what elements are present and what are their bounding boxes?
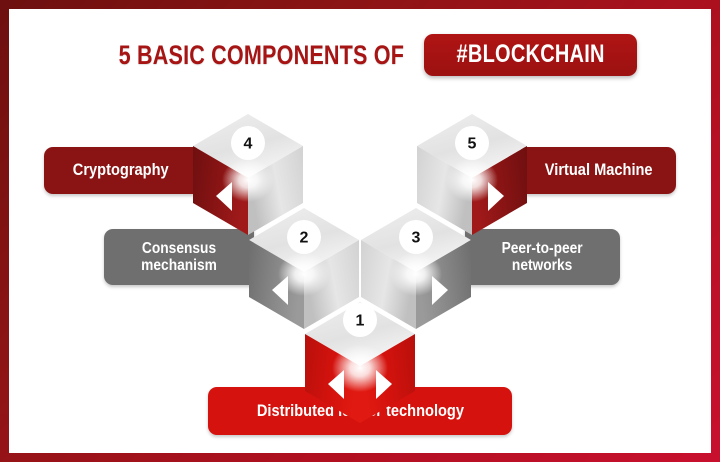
label-consensus-mechanism[interactable]: Consensus mechanism — [104, 229, 254, 285]
page-title: 5 BASIC COMPONENTS OF #BLOCKCHAIN — [0, 34, 720, 76]
cube-4-number-badge — [231, 126, 265, 160]
cube-2-center-glow — [278, 252, 330, 296]
label-cryptography[interactable]: Cryptography — [44, 147, 197, 194]
cube-3-number: 3 — [412, 230, 421, 247]
cube-5-center-glow — [446, 158, 498, 202]
cube-4-cryptography[interactable]: 4 — [193, 114, 303, 235]
label-virtual-machine[interactable]: Virtual Machine — [521, 147, 676, 194]
cube-1-number-badge — [343, 303, 377, 337]
cube-2-right-face — [304, 240, 359, 329]
title-badge: #BLOCKCHAIN — [423, 34, 637, 76]
cube-2-number-badge — [287, 220, 321, 254]
cube-2-number: 2 — [300, 230, 309, 247]
cube-1-right-face — [360, 334, 415, 423]
label-peer-to-peer-networks-text: Peer-to-peer networks — [501, 239, 584, 274]
cube-2-consensus-mechanism[interactable]: 2 — [249, 208, 359, 329]
cube-4-left-face — [193, 146, 248, 235]
cube-5-number-badge — [455, 126, 489, 160]
label-consensus-mechanism-text: Consensus mechanism — [141, 239, 217, 274]
cube-4-center-glow — [222, 158, 274, 202]
label-cryptography-text: Cryptography — [72, 160, 169, 180]
cube-1-center-glow — [332, 344, 388, 392]
cube-5-virtual-machine[interactable]: 5 — [417, 114, 527, 235]
title-badge-text: #BLOCKCHAIN — [456, 40, 605, 68]
cube-3-left-face — [361, 240, 416, 329]
cube-1-left-face — [305, 334, 360, 423]
cube-3-peer-to-peer-networks[interactable]: 3 — [361, 208, 471, 329]
cube-4-number: 4 — [244, 136, 253, 153]
cube-3-number-badge — [399, 220, 433, 254]
cube-4-right-face — [248, 146, 303, 235]
cube-1-distributed-ledger-technology[interactable]: 1 — [305, 302, 415, 423]
cube-1-number: 1 — [356, 313, 365, 330]
cube-2-left-face — [249, 240, 304, 329]
cube-3-right-face — [416, 240, 471, 329]
cube-5-left-face — [417, 146, 472, 235]
label-peer-to-peer-networks[interactable]: Peer-to-peer networks — [465, 229, 620, 285]
cube-5-number: 5 — [468, 136, 477, 153]
label-virtual-machine-text: Virtual Machine — [544, 160, 653, 180]
title-prefix-text: 5 BASIC COMPONENTS OF — [118, 39, 405, 70]
cube-5-right-face — [472, 146, 527, 235]
cube-3-center-glow — [390, 252, 442, 296]
